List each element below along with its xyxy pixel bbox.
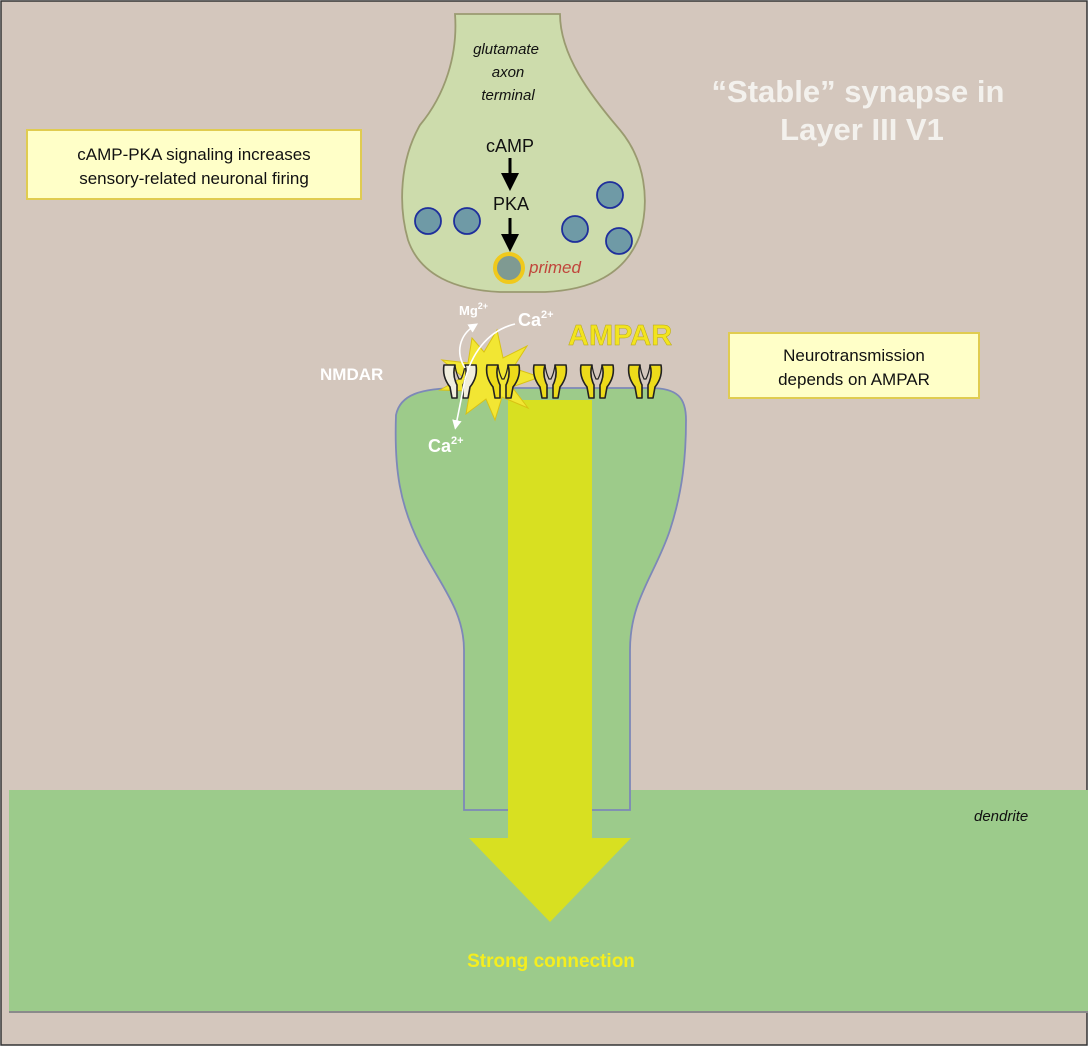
camp-pka-callout [27, 130, 361, 199]
neurotransmission-callout-line2: depends on AMPAR [778, 370, 930, 389]
vesicle [597, 182, 623, 208]
camp-label: cAMP [486, 136, 534, 156]
camp-pka-callout-line2: sensory-related neuronal firing [79, 169, 309, 188]
vesicle [415, 208, 441, 234]
vesicle [606, 228, 632, 254]
vesicle [454, 208, 480, 234]
primed-label: primed [528, 258, 582, 277]
neurotransmission-callout-line1: Neurotransmission [783, 346, 925, 365]
terminal-label-line1: glutamate [473, 41, 539, 58]
terminal-label-line3: terminal [481, 87, 535, 104]
vesicle [562, 216, 588, 242]
pka-label: PKA [493, 194, 529, 214]
title-line2: Layer III V1 [780, 112, 944, 147]
ampar-label: AMPAR [568, 320, 672, 352]
title-line1: “Stable” synapse in [712, 74, 1005, 109]
terminal-label-line2: axon [492, 64, 525, 81]
strong-connection-label: Strong connection [467, 951, 635, 972]
dendrite-label: dendrite [974, 808, 1028, 825]
primed-vesicle [495, 254, 523, 282]
nmdar-label: NMDAR [320, 365, 383, 384]
camp-pka-callout-line1: cAMP-PKA signaling increases [77, 145, 310, 164]
